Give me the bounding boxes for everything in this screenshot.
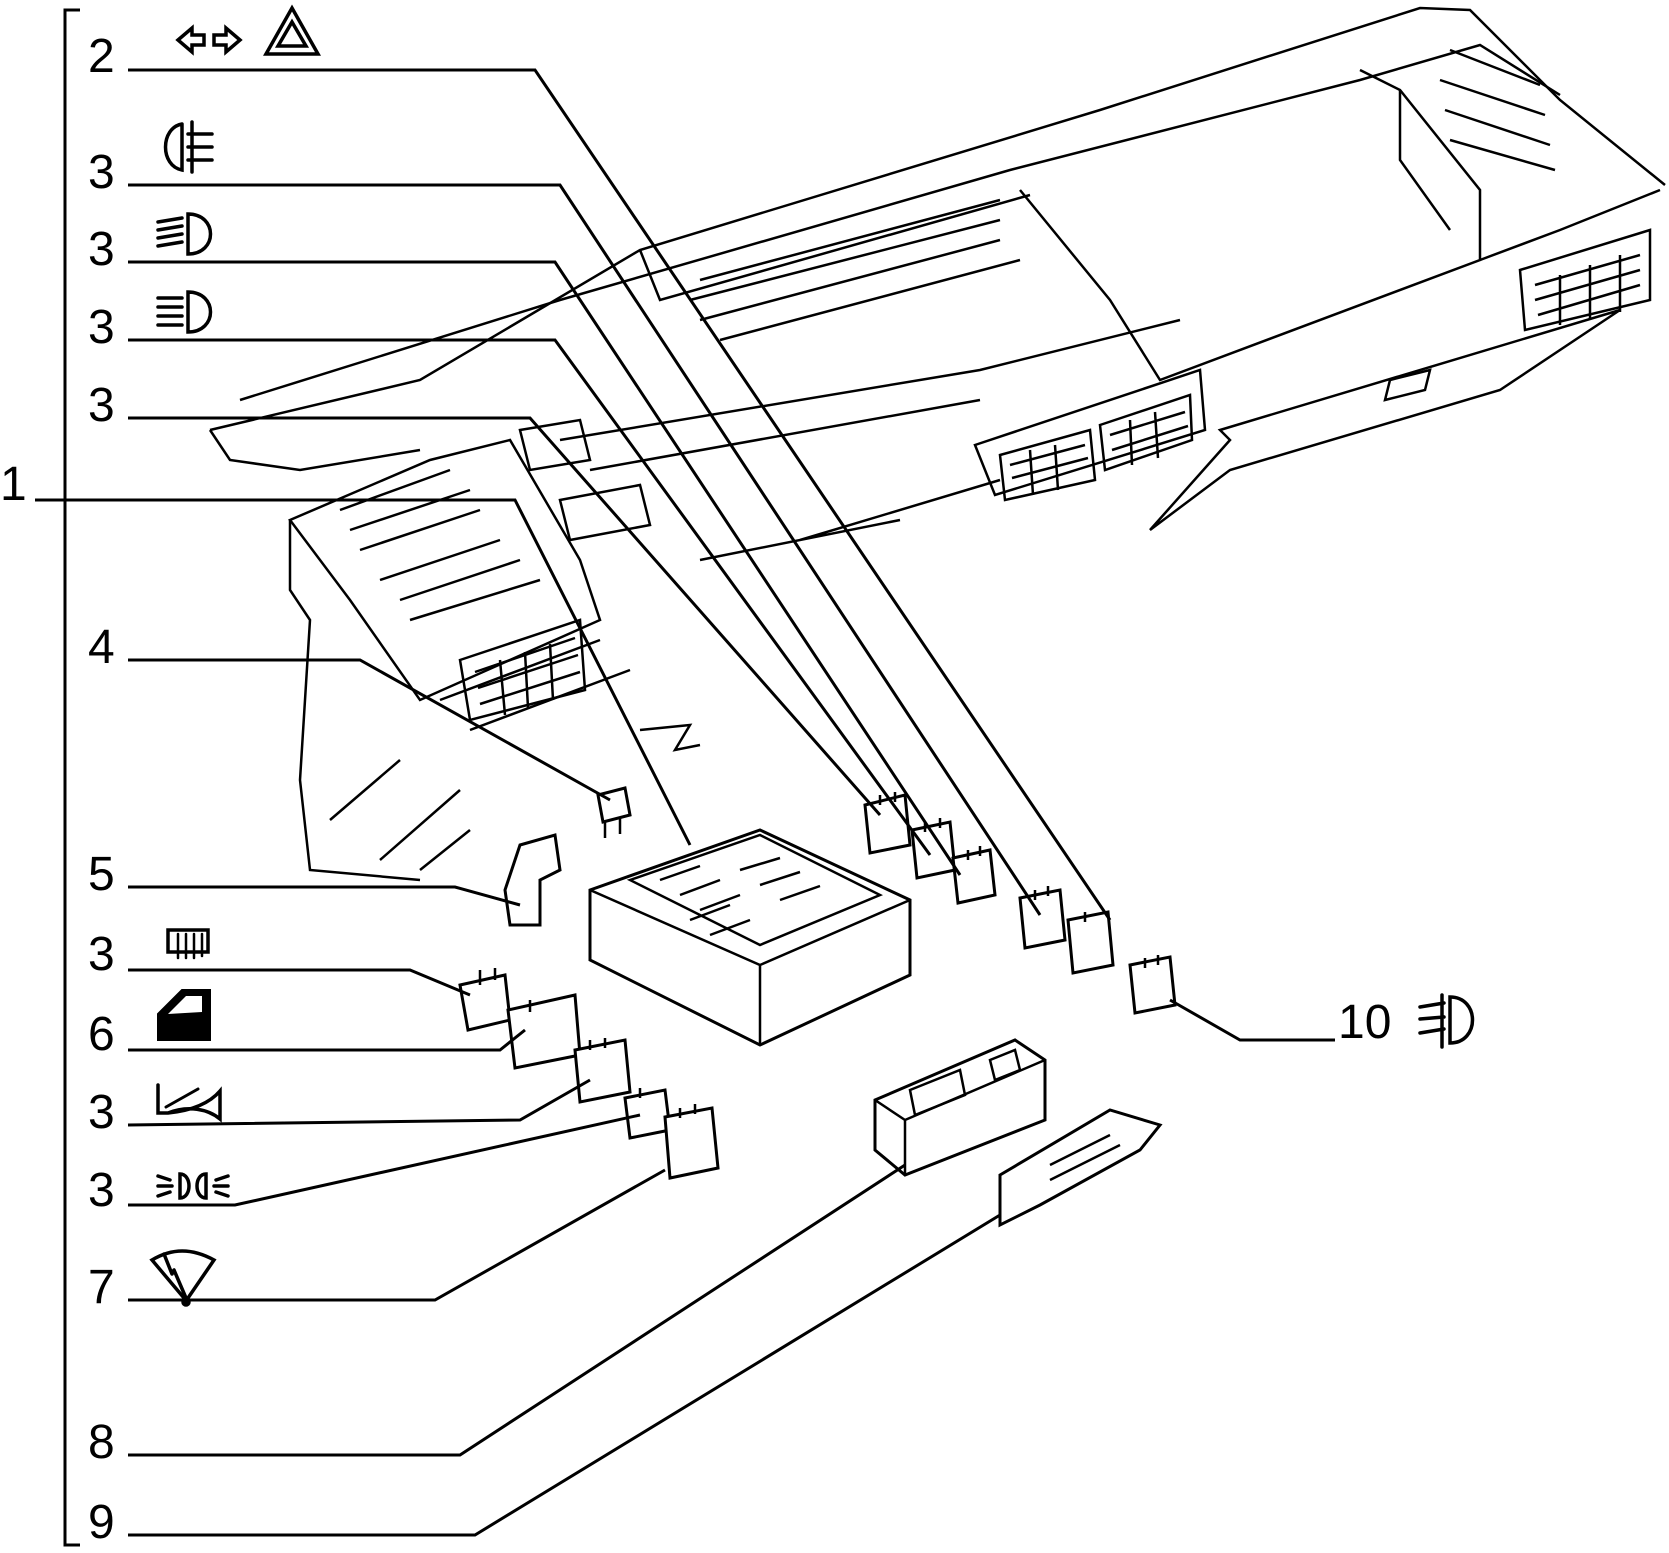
label-8: 8 bbox=[88, 1416, 115, 1469]
label-6: 6 bbox=[88, 1008, 115, 1061]
dashboard-drawing bbox=[208, 6, 1666, 882]
rear-fog-lamp-icon bbox=[1418, 993, 1475, 1049]
label-10: 10 bbox=[1338, 996, 1391, 1049]
leader-lines bbox=[35, 68, 1335, 1537]
cover-plate-9 bbox=[998, 1108, 1163, 1228]
front-fog-lamp-icon bbox=[163, 120, 214, 174]
label-1: 1 bbox=[0, 458, 27, 511]
relay-group-right bbox=[863, 792, 1177, 1015]
side-lights-icon bbox=[156, 1172, 230, 1200]
bracket-5 bbox=[503, 833, 562, 927]
dipped-beam-icon bbox=[156, 212, 213, 256]
label-5: 5 bbox=[88, 848, 115, 901]
hazard-triangle-icon bbox=[263, 4, 321, 56]
label-7: 7 bbox=[88, 1261, 115, 1314]
label-3-side-lights: 3 bbox=[88, 1164, 115, 1217]
connector-block-8 bbox=[873, 1038, 1047, 1177]
label-4: 4 bbox=[88, 621, 115, 674]
label-3-main-beam: 3 bbox=[88, 301, 115, 354]
main-beam-icon bbox=[156, 290, 213, 334]
relay-group-left bbox=[458, 968, 720, 1180]
fuse-box bbox=[588, 828, 912, 1047]
label-3-dipped-beam: 3 bbox=[88, 223, 115, 276]
label-3-plain: 3 bbox=[88, 379, 115, 432]
label-2: 2 bbox=[88, 30, 115, 83]
label-3-horn: 3 bbox=[88, 1086, 115, 1139]
label-3-front-fog: 3 bbox=[88, 146, 115, 199]
heated-rear-window-icon bbox=[166, 928, 210, 960]
callout-labels: 1 2 3 3 3 3 4 5 3 6 3 3 7 8 9 10 bbox=[0, 30, 1391, 1549]
power-window-icon bbox=[157, 989, 211, 1041]
windscreen-wiper-icon bbox=[149, 1249, 217, 1307]
label-3-heated-rear-window: 3 bbox=[88, 928, 115, 981]
group-bracket bbox=[63, 8, 80, 1547]
horn-icon bbox=[156, 1083, 222, 1123]
label-9: 9 bbox=[88, 1496, 115, 1549]
turn-signal-arrows-icon bbox=[175, 24, 243, 56]
